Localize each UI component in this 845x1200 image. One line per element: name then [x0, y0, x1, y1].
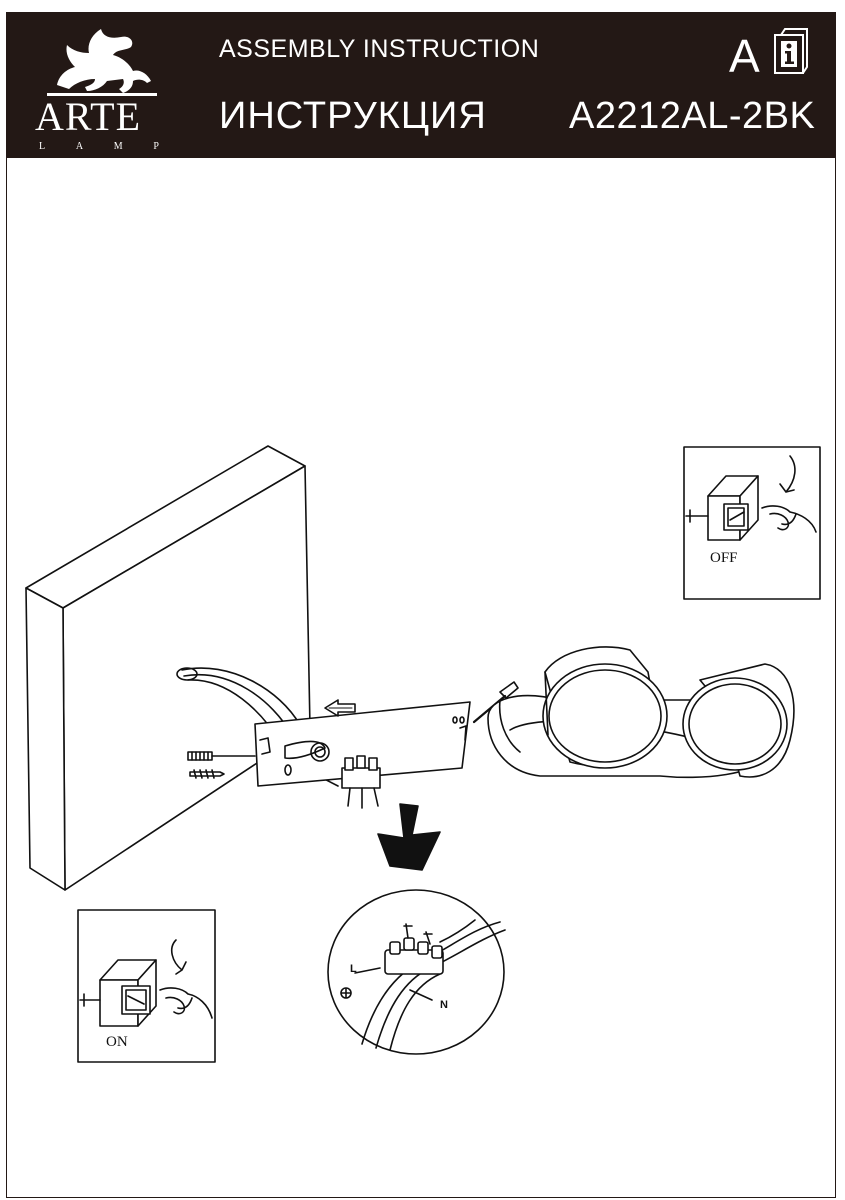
info-manual-icon: [774, 28, 808, 74]
title-english: ASSEMBLY INSTRUCTION: [219, 35, 540, 63]
power-switch-icon: [685, 475, 759, 541]
brand-sub-letter: A: [75, 141, 84, 152]
power-switch-icon: [79, 959, 157, 1027]
wall-panel: [25, 445, 311, 891]
lamp-body: [487, 646, 795, 779]
brand-sub-letter: L: [39, 141, 46, 152]
hand-icon: [159, 939, 213, 1019]
switch-on-panel: [77, 909, 216, 1063]
section-letter: A: [729, 30, 760, 82]
wiring-detail: [327, 889, 506, 1055]
anchor-icon: [187, 751, 256, 761]
insertion-arrow: [324, 699, 356, 717]
brand-sub-letters: L A M P: [39, 141, 159, 152]
brand-wordmark: ARTE: [35, 94, 142, 139]
wire-live-label: L: [350, 963, 357, 975]
griffin-logo-icon: [47, 29, 157, 96]
screw-icon: [189, 769, 225, 779]
model-number: A2212AL-2BK: [569, 95, 816, 137]
mounting-bracket: [254, 701, 471, 787]
switch-on-label: ON: [106, 1034, 128, 1050]
brand-sub-letter: M: [113, 141, 123, 152]
switch-off-panel: [683, 446, 821, 600]
hand-icon: [761, 455, 817, 533]
header-bar: ARTE L A M P ASSEMBLY INSTRUCTION ИНСТРУ…: [7, 13, 835, 158]
wire-neutral-label: N: [440, 999, 448, 1011]
brand-logo: ARTE L A M P: [29, 23, 169, 153]
switch-off-label: OFF: [710, 550, 738, 566]
title-russian: ИНСТРУКЦИЯ: [219, 95, 487, 137]
arrow-down-icon: [377, 803, 441, 871]
brand-sub-letter: P: [153, 141, 159, 152]
terminal-block: [341, 755, 381, 809]
